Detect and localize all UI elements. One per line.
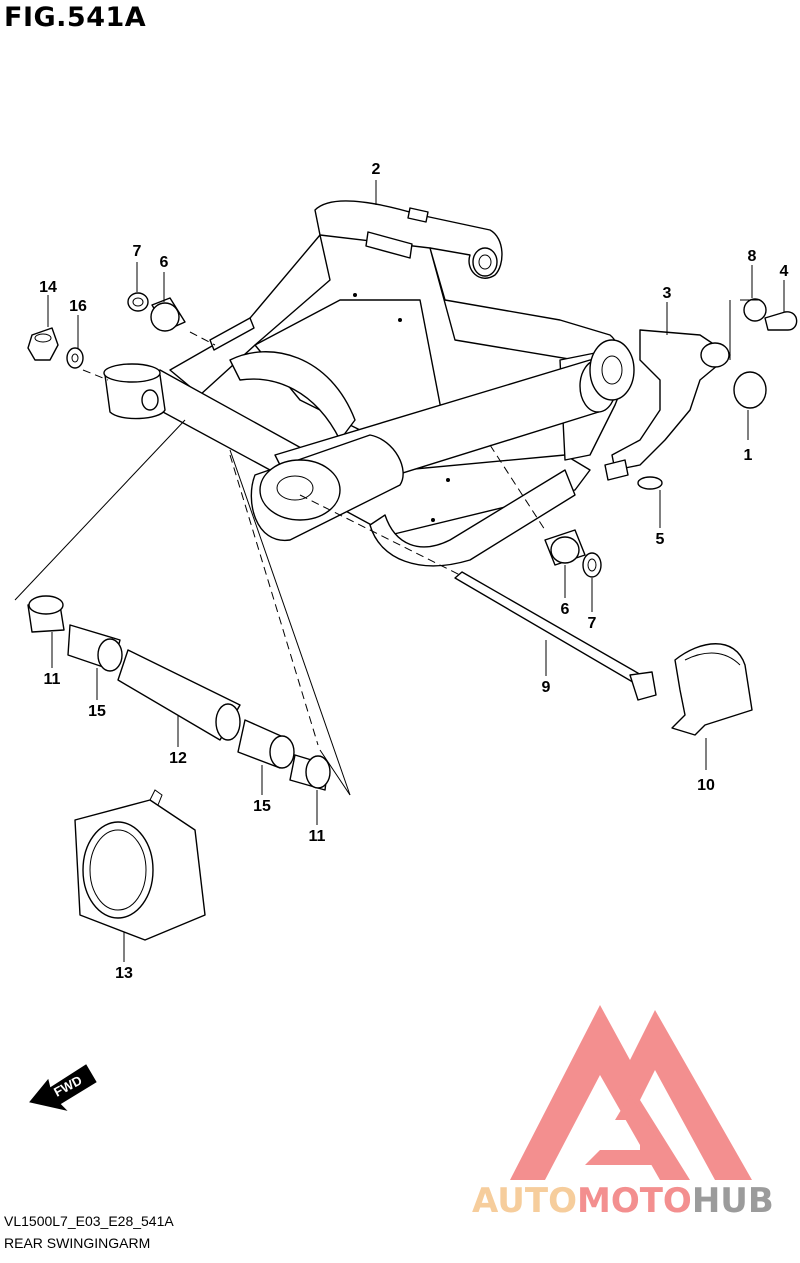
- callout-12: 12: [169, 750, 187, 767]
- callout-3: 3: [663, 285, 672, 302]
- callout-14: 14: [39, 279, 57, 296]
- callout-7: 7: [588, 615, 597, 632]
- guide-lines: [14, 299, 760, 796]
- callout-13: 13: [115, 965, 133, 982]
- callout-15: 15: [88, 703, 106, 720]
- rubber-boot: [74, 789, 206, 941]
- figure-code: VL1500L7_E03_E28_541A: [4, 1213, 174, 1229]
- pivot-shaft: [454, 571, 657, 701]
- callout-10: 10: [697, 777, 715, 794]
- figure-name: REAR SWINGINGARM: [4, 1235, 151, 1251]
- callout-5: 5: [656, 531, 665, 548]
- fwd-arrow-icon: FWD: [29, 1064, 97, 1111]
- watermark-brand: AUTOMOTOHUB: [472, 1181, 774, 1221]
- figure-title: FIG.541A: [4, 2, 147, 33]
- callout-4: 4: [780, 263, 789, 280]
- leader-lines: [47, 180, 785, 962]
- left-pivot-boss: [103, 363, 166, 420]
- cover-part: [671, 643, 753, 736]
- callout-11: 11: [309, 828, 326, 845]
- bracket-part: [604, 329, 731, 481]
- callout-9: 9: [542, 679, 551, 696]
- callout-11: 11: [44, 671, 61, 688]
- callout-15: 15: [253, 798, 271, 815]
- callout-2: 2: [372, 161, 381, 178]
- callout-8: 8: [748, 248, 757, 265]
- callout-7: 7: [133, 243, 142, 260]
- hardware: [27, 292, 798, 578]
- pivot-tube: [250, 339, 635, 541]
- callouts: 2 7 6 14 16 8 4 3 1 5 6 7 9 11 15 12 15 …: [39, 161, 788, 982]
- callout-6: 6: [160, 254, 169, 271]
- bearing-stack: [27, 595, 331, 791]
- callout-16: 16: [69, 298, 87, 315]
- callout-6: 6: [561, 601, 570, 618]
- watermark-logo-icon: AUTOMOTOHUB: [472, 1005, 774, 1221]
- callout-1: 1: [744, 447, 753, 464]
